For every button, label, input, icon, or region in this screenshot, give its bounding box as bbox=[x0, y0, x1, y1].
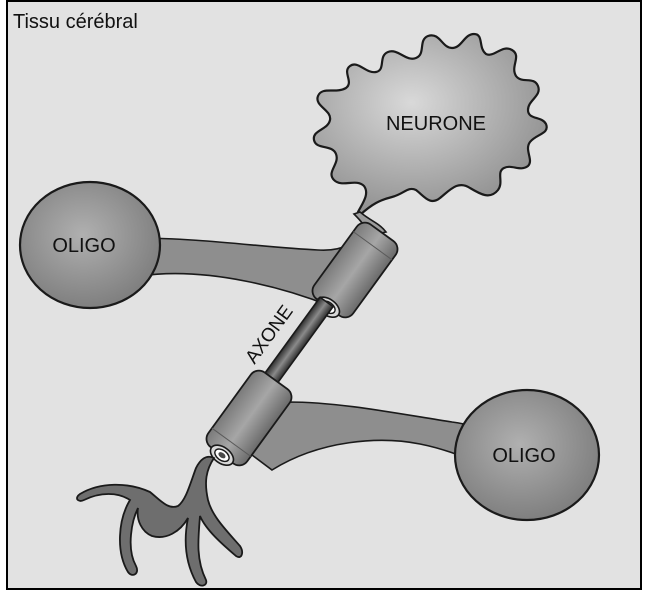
neuron-label: NEURONE bbox=[386, 113, 486, 135]
oligo-left-label: OLIGO bbox=[52, 235, 115, 257]
figure-title: Tissu cérébral bbox=[13, 11, 138, 33]
oligo-right-label: OLIGO bbox=[492, 445, 555, 467]
